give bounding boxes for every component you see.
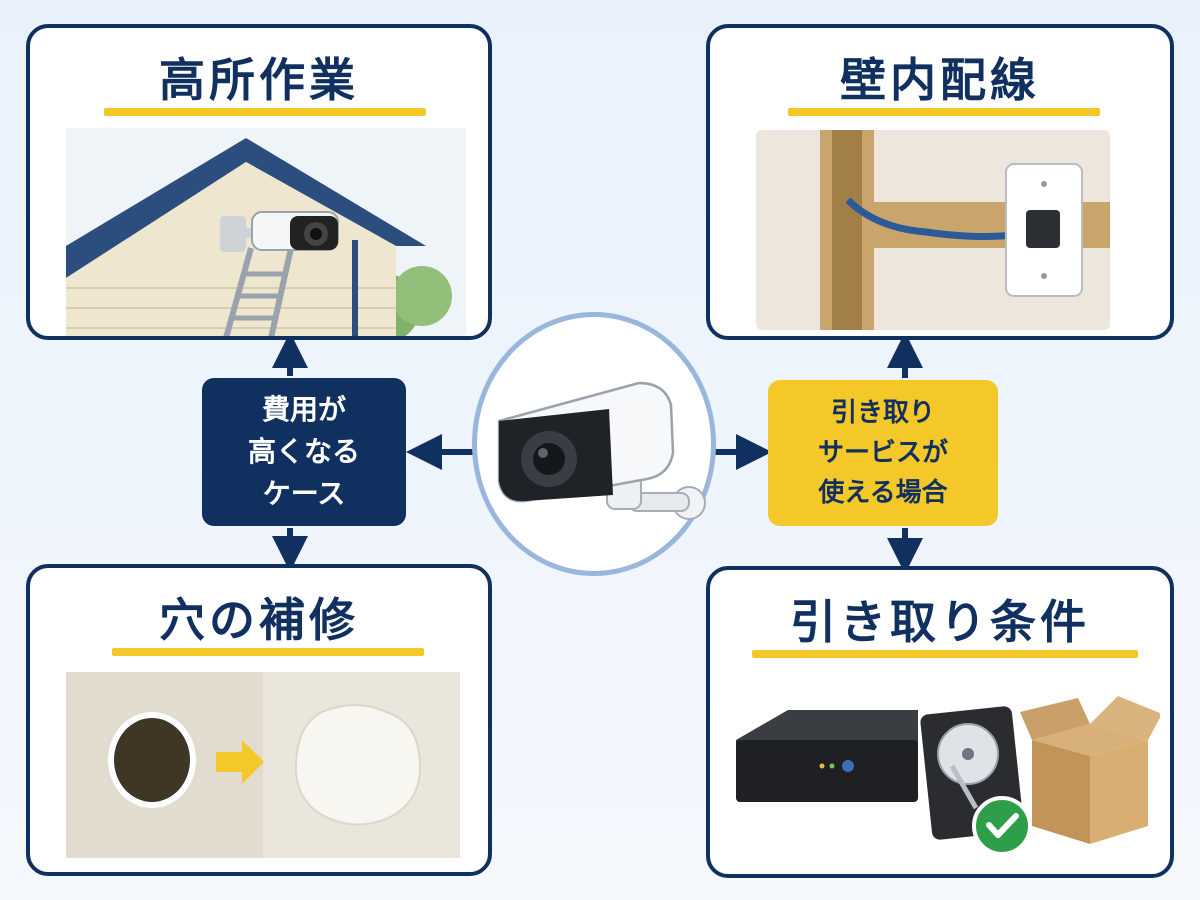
pickup-service-label: 引き取り サービスが 使える場合 — [768, 380, 998, 526]
wall-outlet-icon — [1005, 163, 1083, 297]
card-pickup-conditions: 引き取り条件 — [706, 566, 1174, 878]
label-line: 高くなる — [247, 435, 360, 468]
title-underline — [788, 108, 1100, 116]
label-line: 引き取り — [830, 398, 935, 428]
label-line: ケース — [262, 477, 346, 510]
title-underline — [752, 650, 1138, 658]
card-title: 穴の補修 — [159, 593, 359, 647]
patch-icon — [294, 704, 422, 826]
pickup-items-illustration — [736, 696, 1160, 856]
recorder-icon — [736, 710, 918, 802]
card-high-place-work: 高所作業 — [26, 24, 492, 340]
card-hole-repair: 穴の補修 — [26, 564, 492, 876]
title-underline — [112, 648, 424, 656]
title-underline — [104, 108, 426, 116]
label-line: 使える場合 — [818, 478, 948, 508]
arrow-right-icon — [216, 740, 264, 784]
card-title: 引き取り条件 — [790, 595, 1090, 649]
card-title: 壁内配線 — [840, 53, 1040, 107]
label-line: 費用が — [261, 393, 346, 426]
security-camera-icon — [497, 381, 706, 520]
wall-wiring-illustration — [756, 130, 1110, 330]
ladder-icon — [223, 247, 294, 336]
check-icon — [972, 796, 1032, 856]
label-line: サービスが — [817, 438, 948, 468]
cardboard-box-icon — [1020, 696, 1160, 844]
costly-cases-label: 費用が 高くなる ケース — [202, 378, 406, 526]
card-title: 高所作業 — [159, 53, 359, 107]
center-camera — [472, 312, 716, 576]
wall-camera-icon — [220, 211, 339, 252]
card-in-wall-wiring: 壁内配線 — [706, 24, 1174, 340]
house-camera-illustration — [66, 128, 466, 336]
hole-repair-illustration — [66, 672, 460, 858]
